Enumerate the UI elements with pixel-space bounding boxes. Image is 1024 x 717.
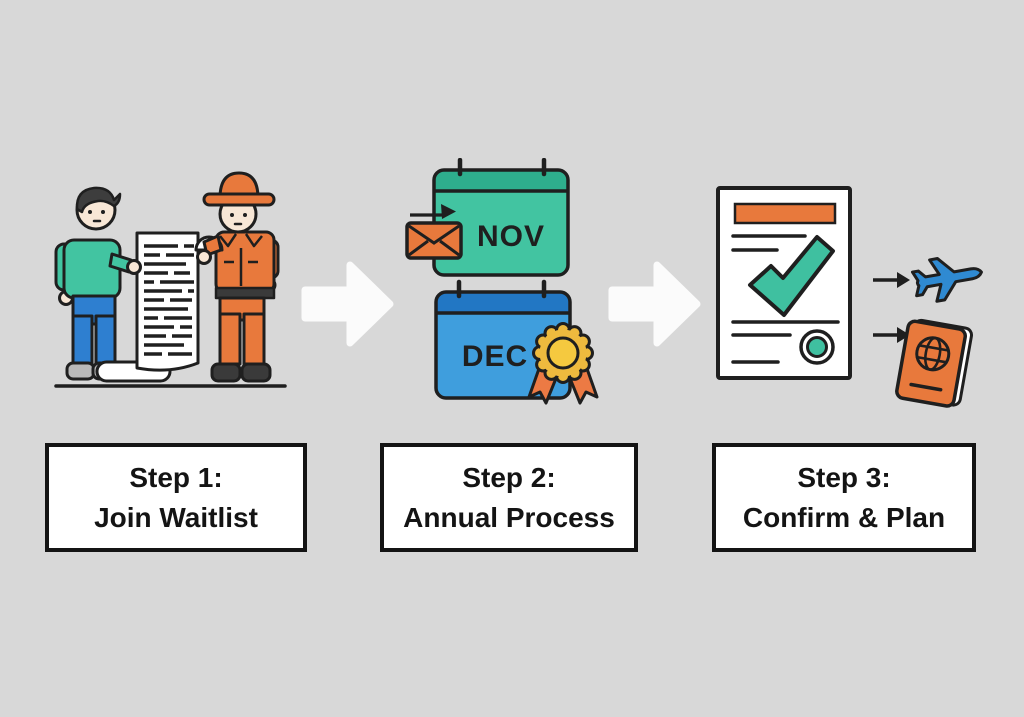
hair bbox=[75, 186, 122, 214]
envelope-icon bbox=[405, 221, 463, 260]
step2-label-box: Step 2: Annual Process bbox=[380, 443, 638, 552]
airplane-icon bbox=[910, 257, 983, 303]
arrow-to-passport-icon bbox=[873, 327, 910, 343]
step1-illustration bbox=[54, 171, 287, 388]
step3-label-box: Step 3: Confirm & Plan bbox=[712, 443, 976, 552]
arrow-to-plane-icon bbox=[873, 272, 910, 288]
step3-subtitle: Confirm & Plan bbox=[742, 501, 946, 533]
ranger-hat-icon bbox=[202, 171, 276, 207]
person-icon bbox=[54, 186, 122, 381]
checkmark-icon bbox=[748, 235, 835, 317]
document-title-bar bbox=[733, 202, 837, 225]
calendar-dec-label: DEC bbox=[462, 340, 528, 373]
step1-title: Step 1: bbox=[129, 462, 223, 494]
award-ribbon-icon bbox=[527, 322, 599, 405]
waitlist-text-lines bbox=[144, 244, 194, 356]
ranger-reaching-arm bbox=[196, 234, 223, 265]
step3-illustration bbox=[716, 186, 983, 408]
globe-icon bbox=[915, 336, 951, 372]
step3-title: Step 3: bbox=[797, 462, 891, 494]
document-icon bbox=[716, 186, 852, 380]
process-arrow-2-icon bbox=[608, 261, 701, 347]
approval-seal-icon bbox=[799, 329, 835, 365]
calendar-nov-icon: NOV bbox=[432, 158, 570, 277]
incoming-mail-arrow-icon bbox=[410, 204, 456, 219]
step2-subtitle: Annual Process bbox=[403, 501, 615, 533]
step2-title: Step 2: bbox=[462, 462, 556, 494]
waitlist-scroll-icon bbox=[95, 231, 224, 383]
step1-label-box: Step 1: Join Waitlist bbox=[45, 443, 307, 552]
ranger-icon bbox=[202, 171, 280, 383]
passport-icon bbox=[895, 318, 974, 408]
person-reaching-arm bbox=[108, 252, 142, 275]
step2-illustration: NOV DEC bbox=[405, 158, 599, 405]
step1-subtitle: Join Waitlist bbox=[94, 501, 258, 533]
process-arrow-1-icon bbox=[301, 261, 394, 347]
calendar-nov-label: NOV bbox=[477, 220, 545, 253]
